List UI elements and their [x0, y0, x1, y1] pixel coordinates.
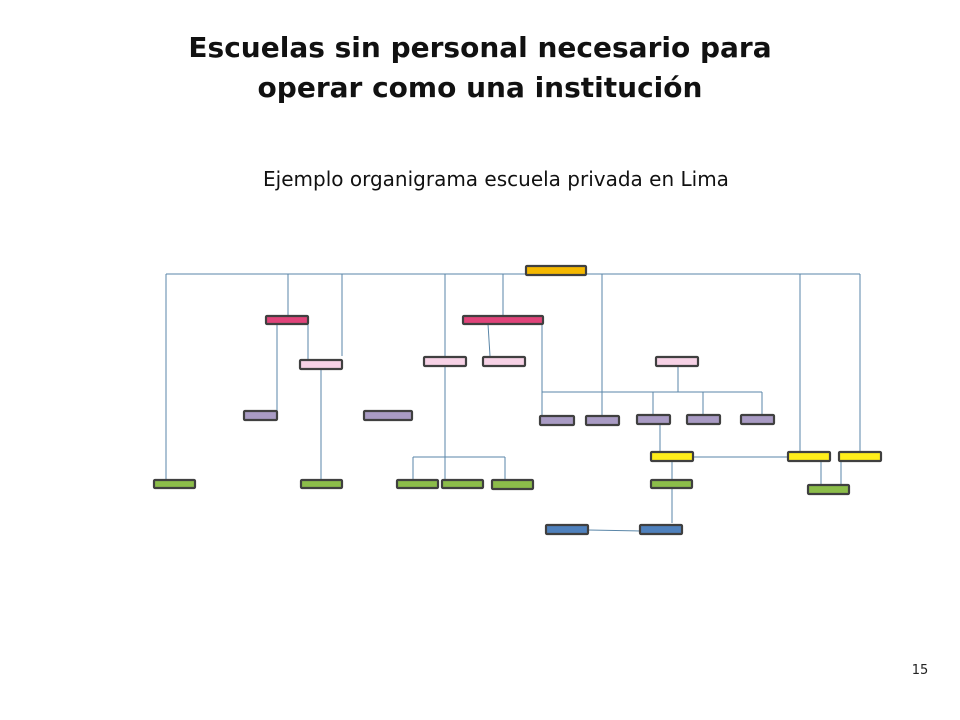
- yellow-box: [786, 450, 832, 463]
- green-box: [152, 478, 197, 490]
- connector-line: [587, 529, 641, 532]
- director-box: [524, 264, 588, 277]
- yellow-box: [649, 450, 695, 463]
- connector-line: [487, 323, 491, 357]
- lavender-box: [685, 413, 722, 426]
- green-box: [490, 478, 535, 491]
- green-box: [395, 478, 440, 490]
- light-pink-box: [654, 355, 700, 368]
- blue-box: [544, 523, 590, 536]
- slide-title: Escuelas sin personal necesario para ope…: [0, 28, 960, 108]
- page-number: 15: [911, 663, 929, 678]
- pink-box: [264, 314, 310, 326]
- green-box: [299, 478, 344, 490]
- green-box: [649, 478, 694, 490]
- light-pink-box: [422, 355, 468, 368]
- light-pink-box: [481, 355, 527, 368]
- green-box: [806, 483, 851, 496]
- lavender-box: [362, 409, 414, 422]
- blue-box: [638, 523, 684, 536]
- lavender-box: [538, 414, 576, 427]
- lavender-box: [635, 413, 672, 426]
- yellow-box: [837, 450, 883, 463]
- light-pink-box: [298, 358, 344, 371]
- pink-box: [461, 314, 545, 326]
- lavender-box: [739, 413, 776, 426]
- slide-title-line-1: Escuelas sin personal necesario para: [188, 31, 772, 64]
- green-box: [440, 478, 485, 490]
- slide-title-line-2: operar como una institución: [257, 71, 703, 104]
- diagram-subtitle: Ejemplo organigrama escuela privada en L…: [263, 167, 729, 191]
- lavender-box: [242, 409, 279, 422]
- lavender-box: [584, 414, 621, 427]
